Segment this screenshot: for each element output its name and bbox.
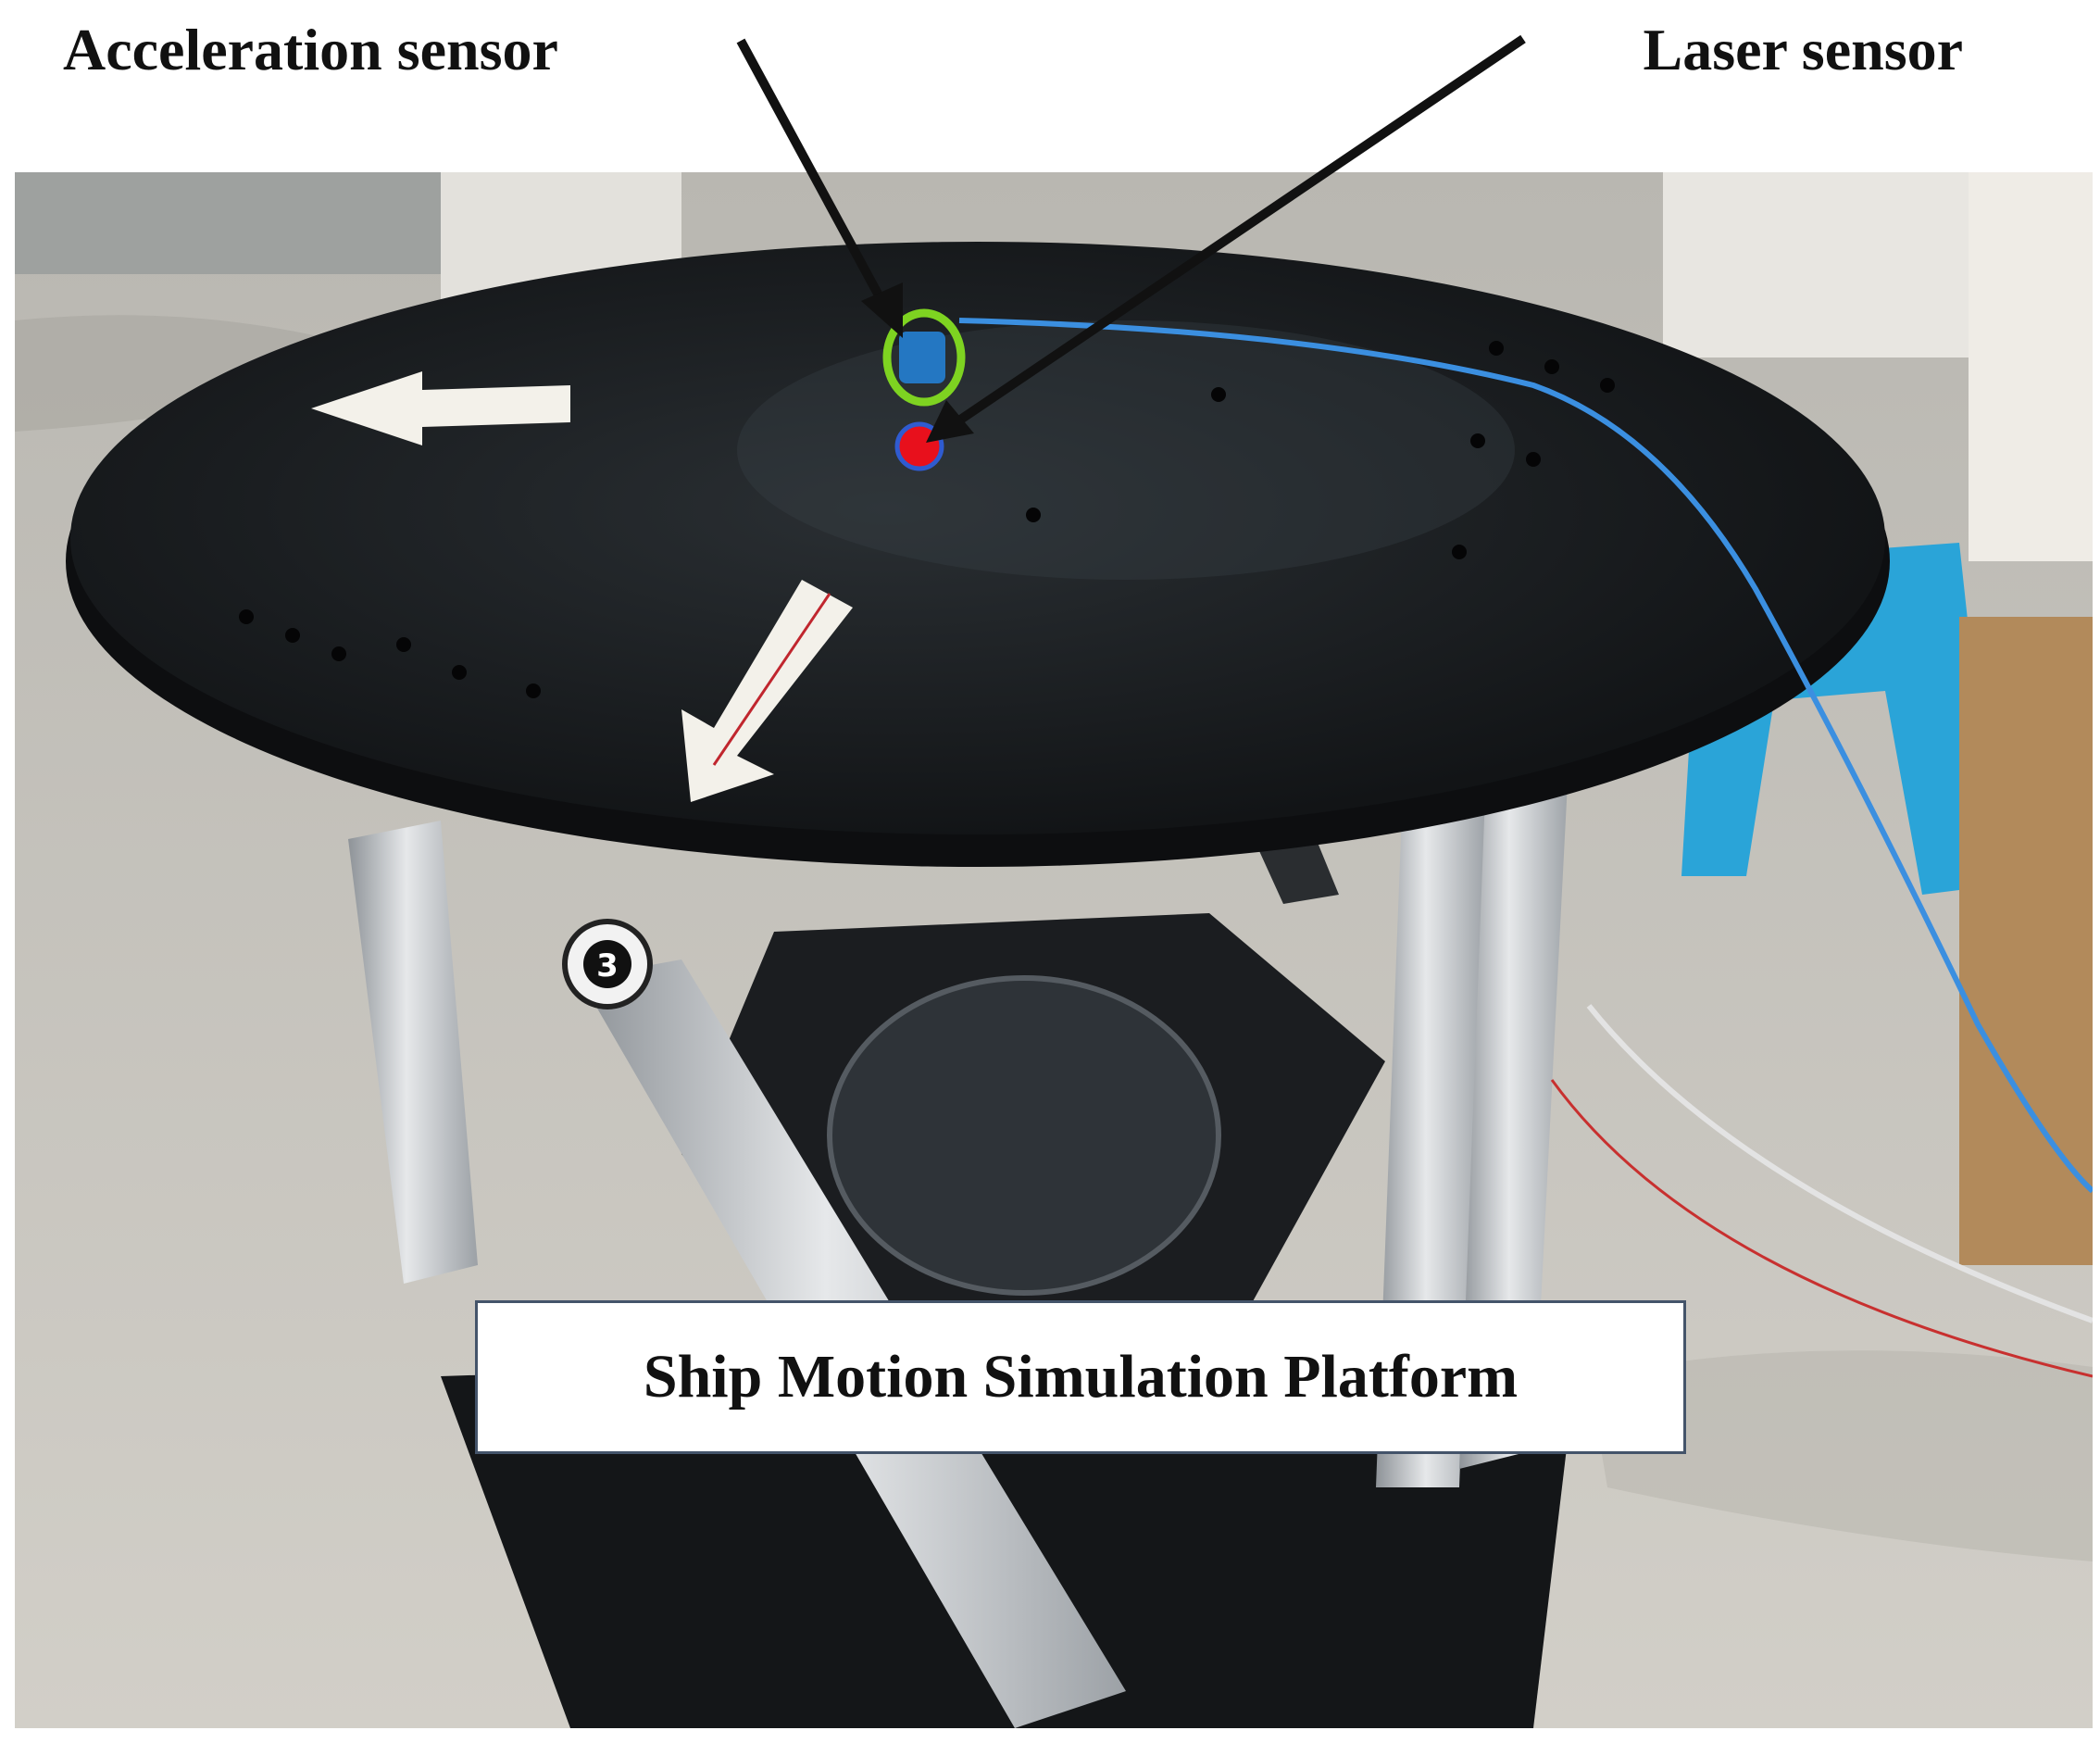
leg-1	[348, 821, 478, 1284]
laser-sensor-label: Laser sensor	[1643, 17, 1963, 82]
mounting-holes	[239, 341, 1615, 698]
platform-photo: 3 4	[15, 172, 2093, 1728]
leg-4	[1459, 728, 1570, 1469]
leg-3-badge	[583, 940, 631, 988]
floor-stain	[15, 315, 367, 432]
caption-text: Ship Motion Simulation Platform	[643, 1343, 1519, 1411]
cabinet-right	[1663, 172, 1969, 357]
x-arrow	[311, 371, 570, 445]
caption-box: Ship Motion Simulation Platform	[475, 1300, 1686, 1454]
pointer-arrow-icon	[736, 38, 903, 338]
acceleration-sensor-label: Acceleration sensor	[63, 17, 558, 82]
accel-marker	[882, 308, 966, 407]
back-wall-left	[15, 172, 450, 274]
platform-glare	[737, 320, 1515, 580]
y-arrow	[681, 580, 853, 802]
y-arrow-stripe	[712, 593, 831, 766]
floor-cable	[1586, 1004, 2093, 1323]
pointer-arrow-icon	[926, 34, 1526, 443]
leg-3-number: 3	[596, 947, 619, 984]
cardboard-box	[1959, 617, 2093, 1265]
electrical-cabinet	[1969, 172, 2093, 561]
floor-cable	[1550, 1079, 2093, 1378]
sensor-cable	[958, 318, 2093, 1194]
glass-cover	[827, 975, 1221, 1296]
floor-stain	[1589, 1350, 2093, 1561]
acceleration-sensor	[899, 332, 945, 383]
